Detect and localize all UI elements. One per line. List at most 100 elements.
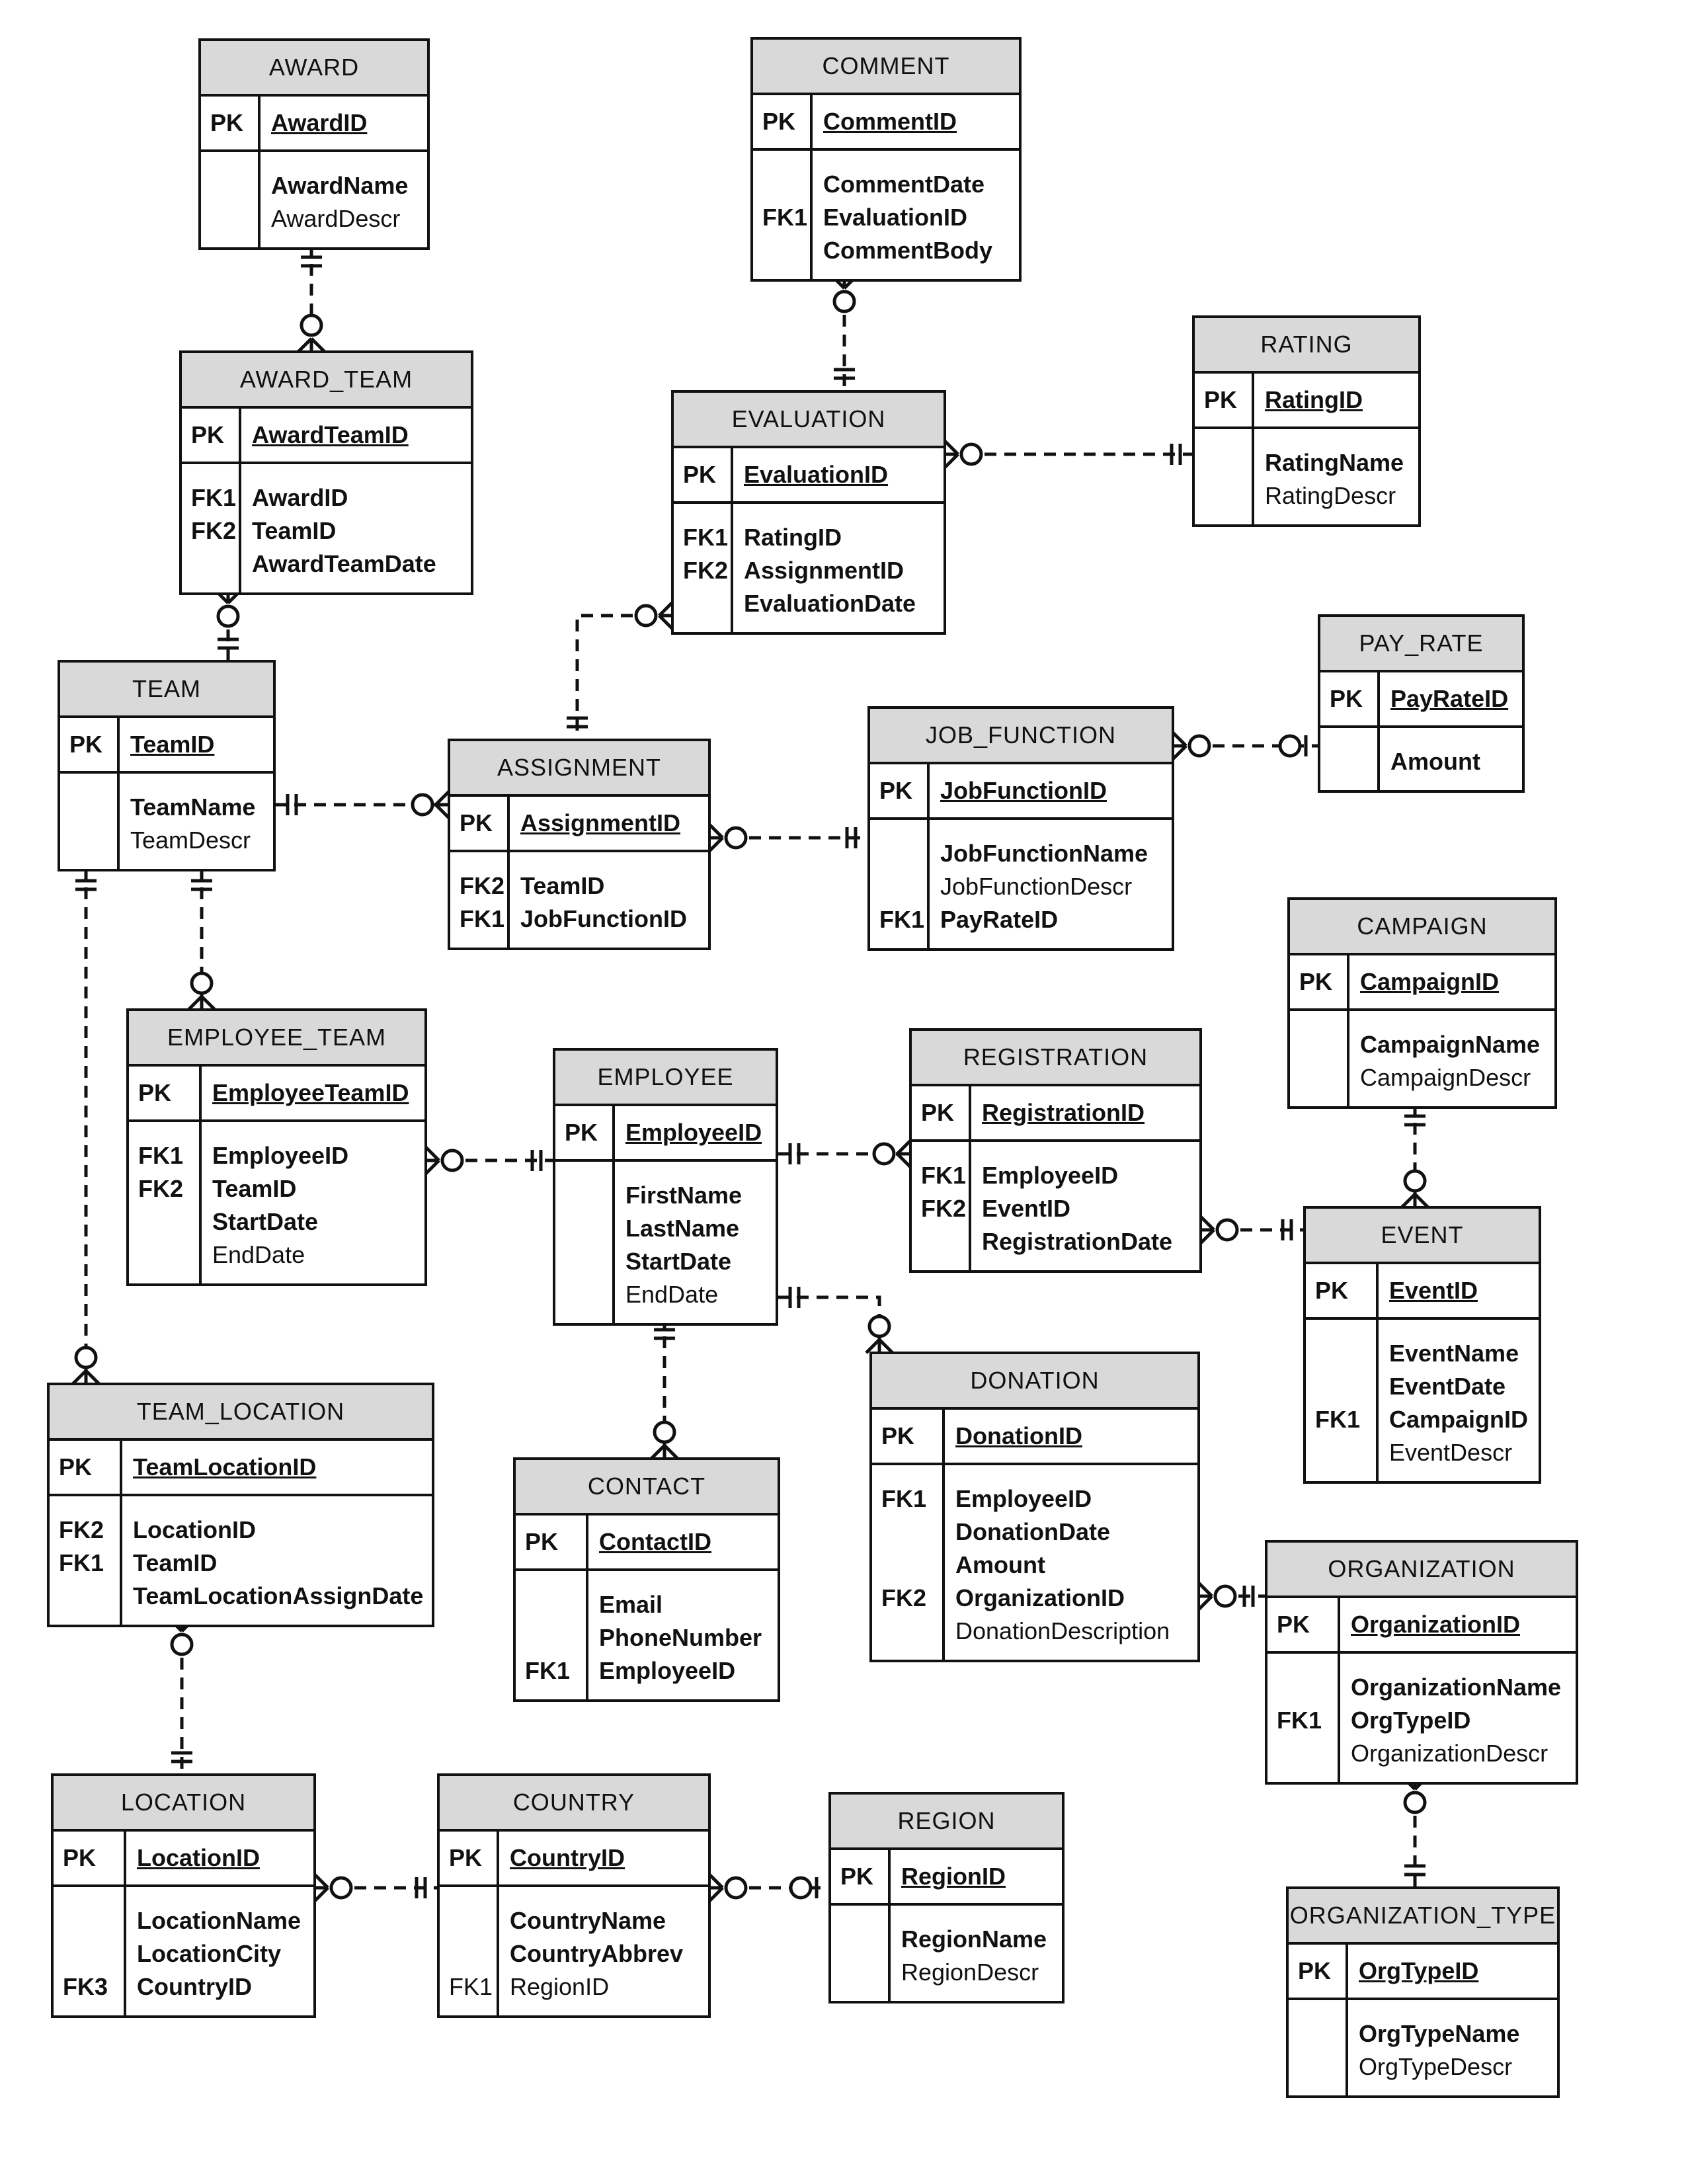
relationship-employee-contact	[650, 1316, 679, 1460]
key-label: FK1	[449, 1973, 493, 2000]
attribute-name: DonationDate	[955, 1518, 1110, 1545]
relationship-award-awardteam	[297, 244, 326, 353]
attribute-name: AwardTeamDate	[252, 550, 436, 577]
attribute-name: JobFunctionDescr	[940, 873, 1133, 900]
attribute-name: CountryName	[510, 1907, 666, 1934]
primary-key-name: EventID	[1389, 1277, 1478, 1304]
crows-foot	[297, 337, 313, 353]
key-label: FK1	[138, 1142, 184, 1169]
attribute-name: RatingDescr	[1265, 482, 1396, 509]
attribute-name: LocationName	[137, 1907, 301, 1934]
relationship-teamlocation-location	[167, 1617, 196, 1775]
crows-foot	[944, 453, 959, 469]
attribute-name: OrgTypeID	[1351, 1707, 1471, 1734]
attribute-name: EventID	[982, 1195, 1071, 1222]
primary-key-name: CampaignID	[1360, 968, 1500, 995]
key-column	[831, 1906, 891, 2001]
key-label: FK2	[460, 872, 505, 899]
attribute-name: TeamLocationAssignDate	[133, 1582, 424, 1609]
attribute-name: OrganizationID	[955, 1584, 1125, 1611]
pk-marker: PK	[129, 1067, 202, 1119]
crows-foot	[313, 1886, 329, 1902]
crows-foot	[1197, 1582, 1213, 1598]
attribute-name: CommentBody	[823, 237, 993, 264]
key-column: FK1	[516, 1571, 588, 1699]
primary-key-name: RegistrationID	[982, 1099, 1145, 1126]
entity-title: EMPLOYEE	[555, 1051, 776, 1106]
attribute-name: CountryID	[137, 1973, 252, 2000]
key-label	[59, 1580, 120, 1613]
primary-key-name: JobFunctionID	[940, 777, 1107, 804]
key-label: FK1	[683, 524, 729, 551]
attribute-body: Amount	[1320, 728, 1522, 790]
attribute-name: EventDate	[1389, 1373, 1506, 1400]
primary-key-name: PayRateID	[1390, 685, 1509, 712]
primary-key-name: DonationID	[955, 1422, 1082, 1449]
attribute-name: Amount	[1390, 748, 1480, 775]
key-label: FK1	[881, 1485, 927, 1512]
pk-marker: PK	[1306, 1264, 1379, 1317]
primary-key-name: AwardID	[271, 109, 368, 136]
attribute-name: EndDate	[625, 1281, 719, 1308]
attribute-name: CampaignID	[1389, 1406, 1529, 1433]
attribute-name: OrganizationName	[1351, 1674, 1562, 1701]
entity-title: REGION	[831, 1795, 1062, 1850]
relationship-location-country	[313, 1873, 438, 1902]
optional-circle	[1213, 1584, 1237, 1608]
attribute-column: Amount	[1380, 728, 1480, 790]
key-column: FK1	[1267, 1654, 1340, 1782]
key-label	[921, 1225, 969, 1258]
attribute-name: EmployeeID	[212, 1142, 349, 1169]
attribute-name: TeamName	[130, 793, 256, 821]
relationship-jobfunction-payrate	[1172, 731, 1319, 760]
primary-key-name: OrganizationID	[1351, 1611, 1521, 1638]
key-label	[138, 1238, 199, 1272]
relationship-line	[777, 1295, 881, 1353]
pk-marker: PK	[440, 1832, 499, 1884]
entity-title: ASSIGNMENT	[450, 741, 708, 797]
optional-circle	[724, 1876, 748, 1900]
attribute-name: AssignmentID	[744, 557, 904, 584]
key-label	[1204, 479, 1252, 512]
key-label	[565, 1278, 612, 1311]
crows-foot	[1414, 1193, 1429, 1209]
key-label	[881, 1516, 942, 1549]
relationship-employee-registration	[777, 1139, 912, 1168]
entity-title: ORGANIZATION	[1267, 1543, 1576, 1598]
key-label: FK2	[683, 557, 729, 584]
entity-title: DONATION	[872, 1354, 1197, 1410]
crows-foot	[1400, 1193, 1416, 1209]
pk-marker: PK	[60, 718, 120, 771]
pk-marker: PK	[516, 1516, 588, 1568]
key-label	[1204, 446, 1252, 479]
key-label	[449, 1904, 497, 1937]
key-label	[1330, 745, 1377, 778]
relationship-employee-donation	[777, 1287, 894, 1354]
